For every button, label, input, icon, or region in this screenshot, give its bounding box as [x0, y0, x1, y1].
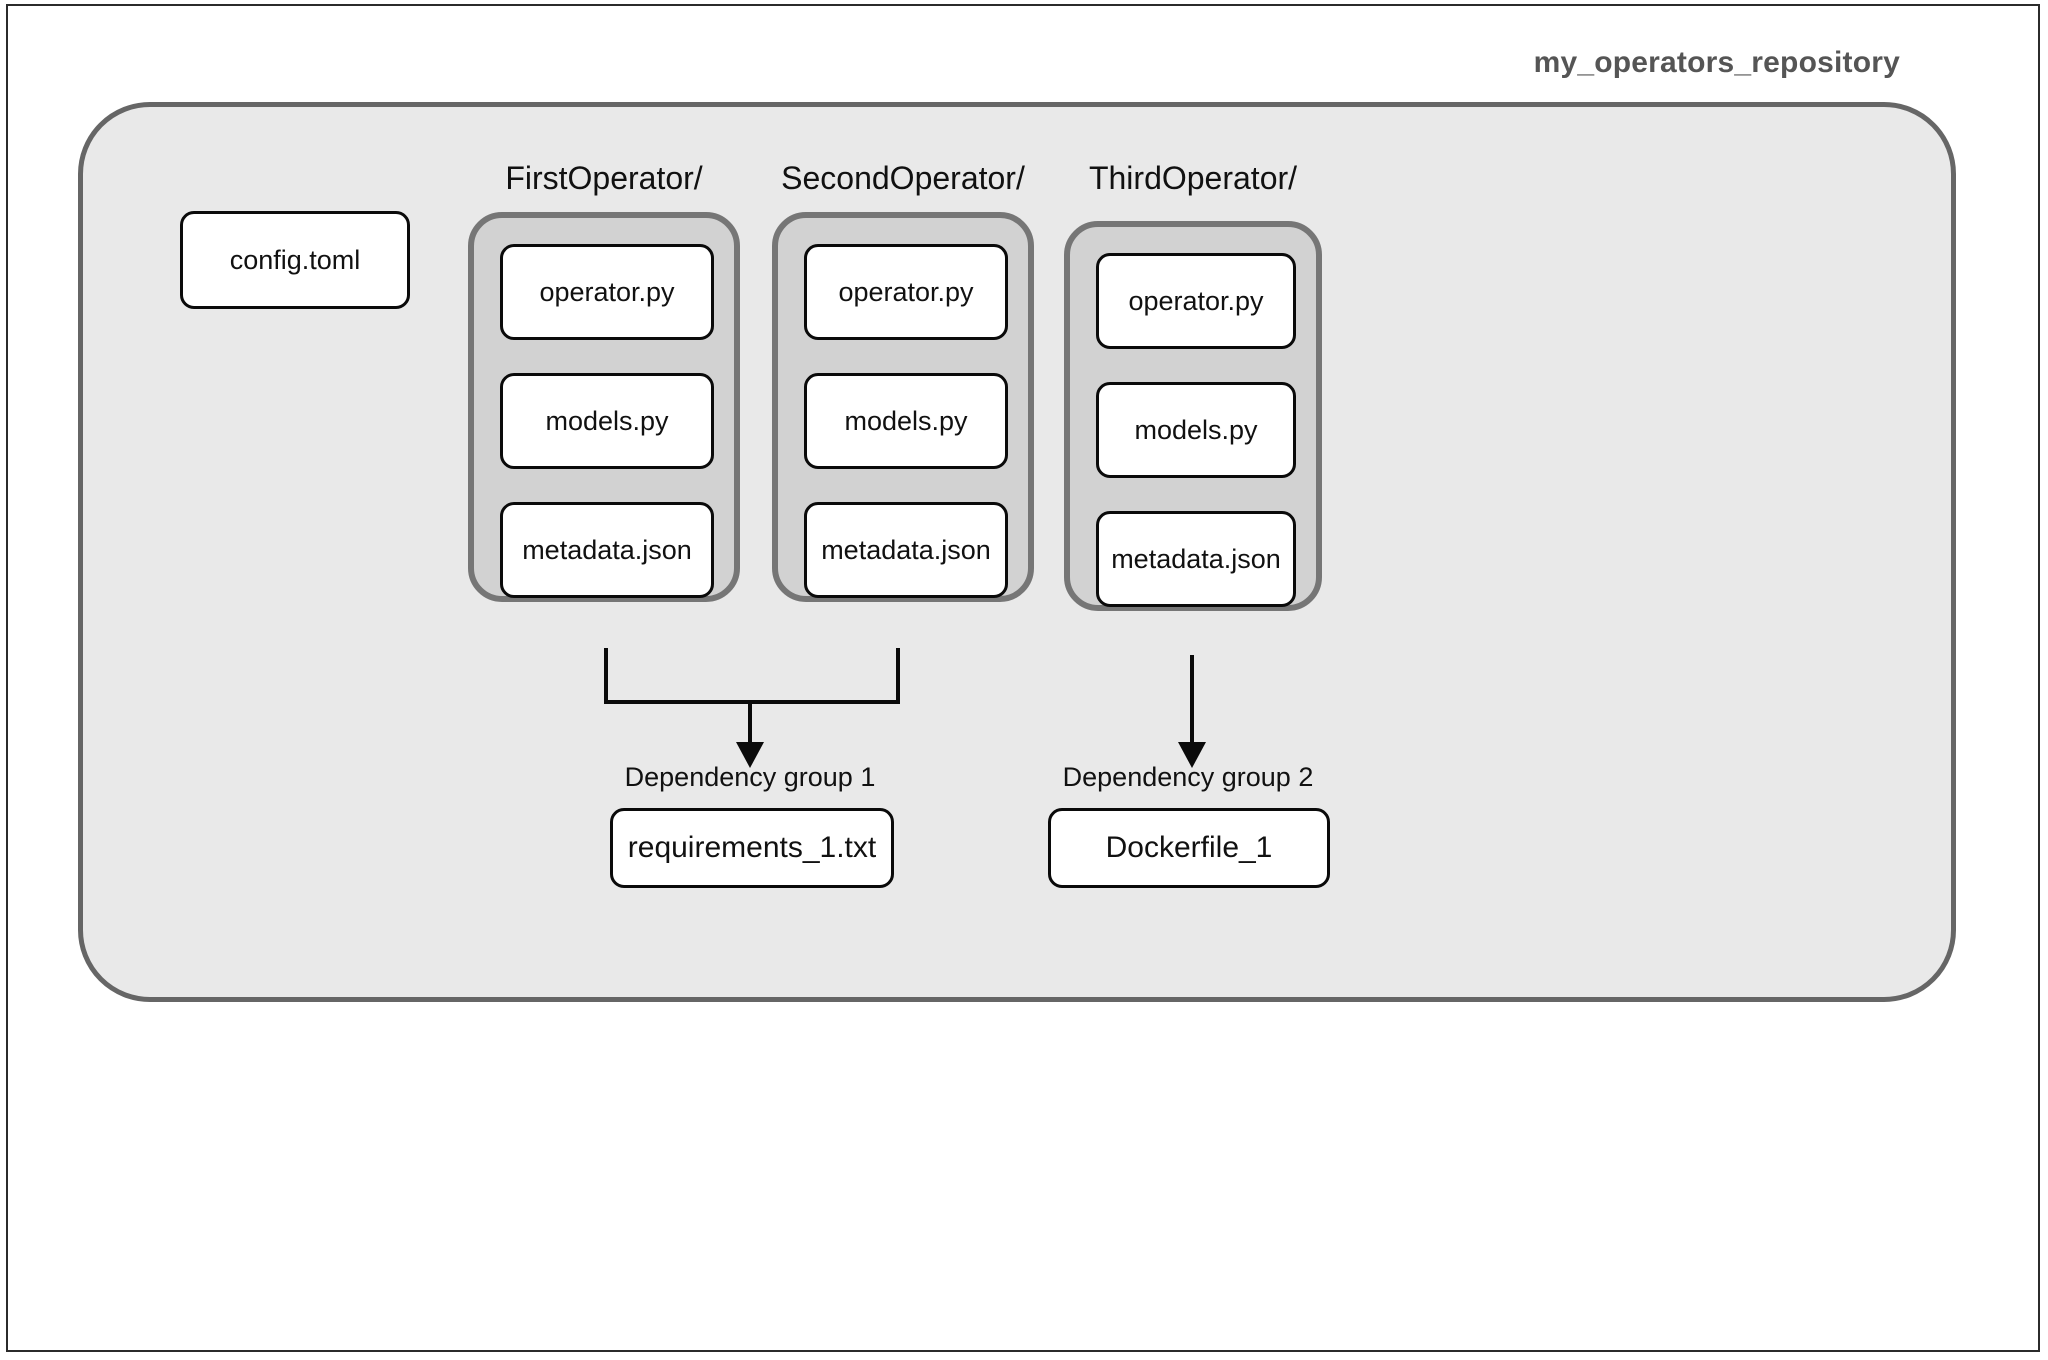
operator-group-label-third: ThirdOperator/	[1088, 160, 1298, 196]
operator-folder-first: operator.py models.py metadata.json	[468, 212, 740, 602]
file-box-models-py: models.py	[1096, 382, 1296, 478]
dependency-group-2-label: Dependency group 2	[1062, 762, 1314, 792]
file-box-operator-py: operator.py	[804, 244, 1008, 340]
arrowhead-dependency-group-2	[1178, 742, 1206, 768]
repository-title: my_operators_repository	[1533, 46, 1900, 79]
file-box-metadata-json: metadata.json	[804, 502, 1008, 598]
arrowhead-dependency-group-1	[736, 742, 764, 768]
connector-line-first-operator	[604, 648, 608, 704]
connector-line-third-operator	[1190, 655, 1194, 748]
file-box-dockerfile-1: Dockerfile_1	[1048, 808, 1330, 888]
operator-folder-third: operator.py models.py metadata.json	[1064, 221, 1322, 611]
operator-folder-second: operator.py models.py metadata.json	[772, 212, 1034, 602]
dependency-group-1-label: Dependency group 1	[624, 762, 876, 792]
connector-line-to-dependency-group-1	[748, 700, 752, 748]
file-box-models-py: models.py	[804, 373, 1008, 469]
file-box-operator-py: operator.py	[500, 244, 714, 340]
operator-group-label-first: FirstOperator/	[505, 160, 703, 196]
file-box-models-py: models.py	[500, 373, 714, 469]
file-box-metadata-json: metadata.json	[1096, 511, 1296, 607]
connector-line-merge-bar	[604, 700, 900, 704]
file-box-metadata-json: metadata.json	[500, 502, 714, 598]
file-box-operator-py: operator.py	[1096, 253, 1296, 349]
file-box-requirements-1-txt: requirements_1.txt	[610, 808, 894, 888]
operator-group-label-second: SecondOperator/	[781, 160, 1025, 196]
file-box-config-toml: config.toml	[180, 211, 410, 309]
connector-line-second-operator	[896, 648, 900, 704]
